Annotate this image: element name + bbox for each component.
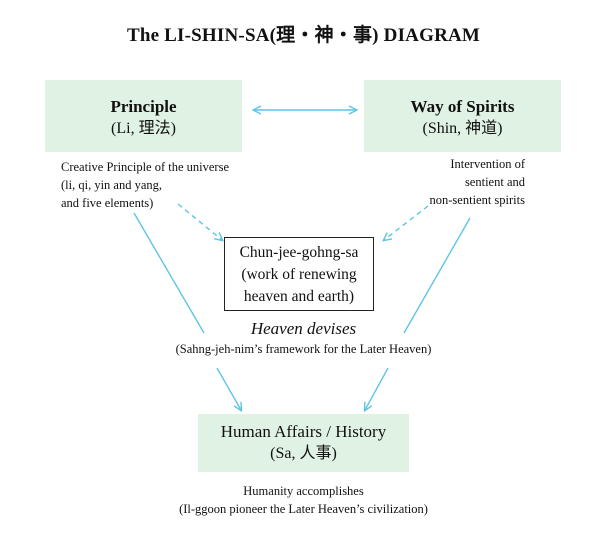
principle-description-line: and five elements) — [61, 196, 154, 210]
spirits-to-human-arrow-lower — [365, 367, 389, 410]
center-box-line: heaven and earth) — [243, 288, 355, 305]
principle-description-line: (li, qi, yin and yang, — [61, 178, 163, 192]
human-affairs-box: Human Affairs / History (Sa, 人事) — [198, 414, 409, 472]
principle-subheading: (Li, 理法) — [111, 120, 176, 137]
way-of-spirits-heading: Way of Spirits — [410, 97, 515, 116]
center-box-line: (work of renewing — [241, 266, 357, 283]
diagram-title: The LI-SHIN-SA(理・神・事) DIAGRAM — [126, 25, 481, 46]
human-affairs-subheading: (Sa, 人事) — [270, 445, 337, 462]
way-of-spirits-description: Intervention of sentient and non-sentien… — [380, 155, 525, 209]
principle-to-center-dashed-arrow — [177, 203, 222, 240]
heaven-devises-subtext: (Sahng-jeh-nim’s framework for the Later… — [175, 342, 432, 356]
human-affairs-heading: Human Affairs / History — [220, 422, 387, 441]
spirits-to-human-arrow-upper — [403, 217, 471, 334]
way-of-spirits-description-line: Intervention of — [450, 157, 525, 171]
heaven-devises-label: Heaven devises — [250, 319, 357, 338]
principle-description-line: Creative Principle of the universe — [61, 160, 229, 174]
center-box-line: Chun-jee-gohng-sa — [239, 244, 359, 261]
principle-heading: Principle — [110, 97, 177, 116]
way-of-spirits-box: Way of Spirits (Shin, 神道) — [364, 80, 561, 152]
chun-jee-gohng-sa-box: Chun-jee-gohng-sa (work of renewing heav… — [224, 237, 374, 311]
principle-box: Principle (Li, 理法) — [45, 80, 242, 152]
principle-description: Creative Principle of the universe (li, … — [61, 158, 291, 212]
way-of-spirits-description-line: non-sentient spirits — [429, 193, 525, 207]
way-of-spirits-description-line: sentient and — [464, 175, 525, 189]
principle-to-human-arrow-upper — [133, 212, 205, 334]
principle-to-human-arrow-lower — [216, 367, 241, 410]
spirits-to-center-dashed-arrow — [384, 205, 429, 240]
way-of-spirits-subheading: (Shin, 神道) — [422, 120, 503, 137]
humanity-accomplishes-subtext: (Il-ggoon pioneer the Later Heaven’s civ… — [179, 502, 428, 516]
humanity-accomplishes-label: Humanity accomplishes — [243, 484, 364, 498]
